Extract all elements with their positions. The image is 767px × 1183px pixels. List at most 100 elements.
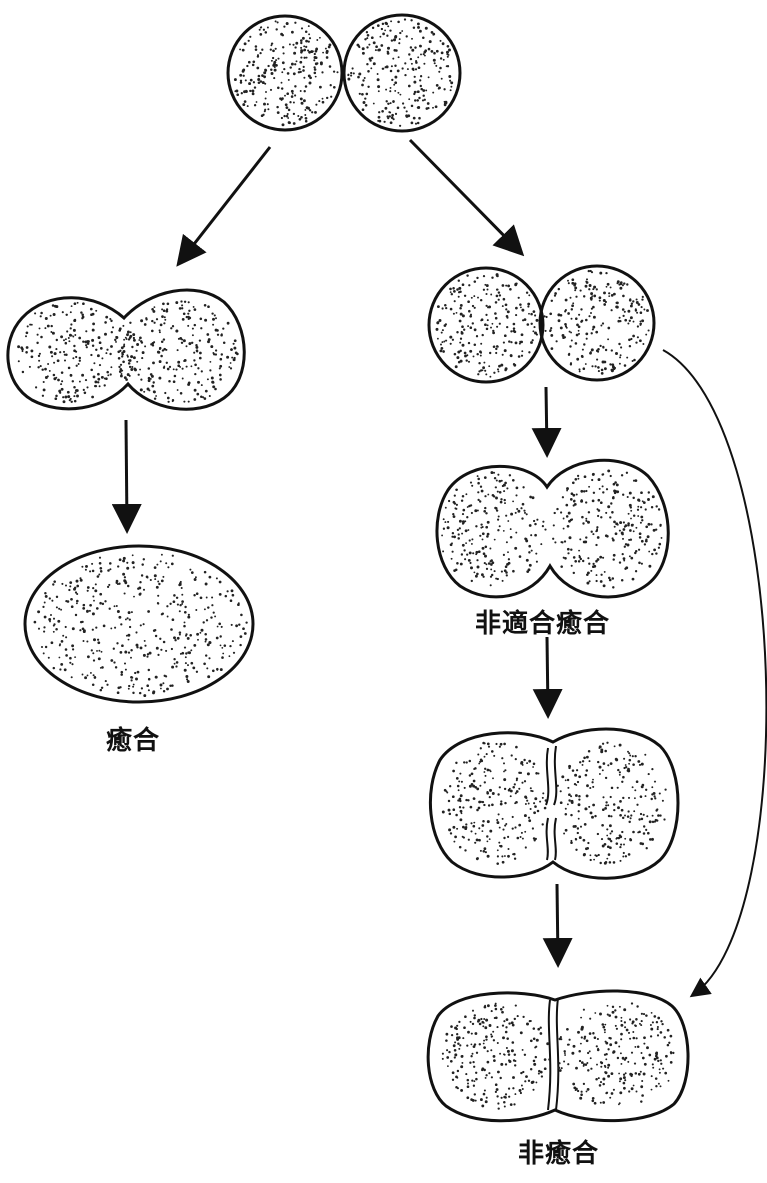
stipple-dot xyxy=(394,65,396,67)
stipple-dot xyxy=(517,837,520,840)
stipple-dot xyxy=(535,1056,537,1058)
stipple-dot xyxy=(144,645,146,647)
stipple-dot xyxy=(77,302,79,304)
stipple-dot xyxy=(605,777,607,779)
stipple-dot xyxy=(401,67,403,69)
stipple-dot xyxy=(635,527,637,529)
stipple-dot xyxy=(533,811,536,814)
stipple-dot xyxy=(491,1036,493,1038)
fused-cell xyxy=(25,546,253,702)
stipple-dot xyxy=(434,62,436,64)
stipple-dot xyxy=(385,89,387,91)
stipple-dot xyxy=(567,525,570,528)
stipple-dot xyxy=(600,574,602,576)
stipple-dot xyxy=(515,314,517,316)
stipple-dot xyxy=(460,1089,463,1092)
stipple-dot xyxy=(188,651,191,654)
stipple-dot xyxy=(521,517,523,519)
stipple-dot xyxy=(484,555,487,558)
stipple-dot xyxy=(328,43,331,46)
stipple-dot xyxy=(418,117,421,120)
stipple-dot xyxy=(122,573,125,576)
stipple-dot xyxy=(91,339,94,342)
stipple-dot xyxy=(460,810,463,813)
stipple-dot xyxy=(267,27,269,29)
stipple-dot xyxy=(448,75,451,78)
stipple-dot xyxy=(382,68,384,70)
stipple-dot xyxy=(610,286,612,288)
stipple-dot xyxy=(72,357,74,359)
stipple-dot xyxy=(303,66,305,68)
stipple-dot xyxy=(556,508,558,510)
stipple-dot xyxy=(87,655,90,658)
stipple-dot xyxy=(493,755,495,757)
stipple-dot xyxy=(105,377,108,380)
stipple-dot xyxy=(367,86,369,88)
stipple-dot xyxy=(570,363,572,365)
stipple-dot xyxy=(37,366,39,368)
stipple-dot xyxy=(391,65,393,67)
stipple-dot xyxy=(592,1032,594,1034)
stipple-dot xyxy=(619,1077,622,1080)
stipple-dot xyxy=(73,345,75,347)
stipple-dot xyxy=(214,314,216,316)
stipple-dot xyxy=(505,515,507,517)
stipple-dot xyxy=(607,1014,609,1016)
stipple-dot xyxy=(305,31,308,34)
stipple-dot xyxy=(156,586,159,589)
stipple-dot xyxy=(581,1036,583,1038)
stipple-dot xyxy=(620,1052,622,1054)
stipple-dot xyxy=(378,116,381,119)
stipple-dot xyxy=(518,788,520,790)
stipple-dot xyxy=(617,806,620,809)
stipple-dot xyxy=(668,1080,670,1082)
wall-forming-cells xyxy=(430,729,678,878)
stipple-dot xyxy=(641,843,644,846)
stipple-dot xyxy=(568,520,571,523)
stipple-dot xyxy=(544,529,546,531)
stipple-dot xyxy=(632,831,635,834)
stipple-dot xyxy=(485,1035,488,1038)
stipple-dot xyxy=(627,322,629,324)
stipple-dot xyxy=(173,658,175,660)
stipple-dot xyxy=(487,521,490,524)
stipple-dot xyxy=(156,647,159,650)
stipple-dot xyxy=(121,355,123,357)
stipple-dot xyxy=(597,515,599,517)
stipple-dot xyxy=(484,370,486,372)
stipple-dot xyxy=(606,835,608,837)
stipple-dot xyxy=(420,53,422,55)
stipple-dot xyxy=(607,338,609,340)
stipple-dot xyxy=(411,63,413,65)
stipple-dot xyxy=(601,1023,604,1026)
stipple-dot xyxy=(627,751,629,753)
stipple-dot xyxy=(55,377,57,379)
stipple-dot xyxy=(605,301,607,303)
stipple-dot xyxy=(663,1036,666,1039)
stipple-dot xyxy=(495,497,498,500)
stipple-dot xyxy=(497,578,499,580)
stipple-dot xyxy=(148,678,151,681)
stipple-dot xyxy=(583,839,586,842)
stipple-dot xyxy=(504,502,506,504)
stipple-dot xyxy=(308,33,310,35)
stipple-dot xyxy=(557,785,559,787)
stipple-dot xyxy=(515,512,517,514)
stipple-dot xyxy=(524,831,526,833)
stipple-dot xyxy=(504,482,507,485)
stipple-dot xyxy=(85,330,87,332)
stipple-dot xyxy=(505,367,508,370)
stipple-dot xyxy=(76,602,78,604)
stipple-dot xyxy=(519,555,522,558)
stipple-dot xyxy=(607,804,609,806)
stipple-dot xyxy=(86,386,88,388)
stipple-dot xyxy=(583,490,585,492)
stipple-dot xyxy=(110,659,113,662)
stipple-dot xyxy=(465,542,467,544)
stipple-dot xyxy=(632,335,635,338)
stipple-dot xyxy=(499,480,502,483)
stipple-dot xyxy=(616,282,618,284)
stipple-dot xyxy=(211,312,213,314)
stipple-dot xyxy=(635,341,637,343)
stipple-dot xyxy=(272,49,275,52)
